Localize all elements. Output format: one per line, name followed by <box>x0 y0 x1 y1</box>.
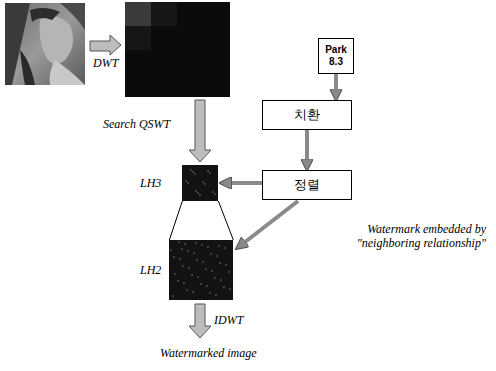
subband-square <box>169 240 233 300</box>
idwt-arrow <box>189 304 211 338</box>
flow-arrow <box>221 181 262 185</box>
coefficient-speckle <box>182 165 218 201</box>
note-label: Watermark embedded by "neighboring relat… <box>318 222 486 251</box>
step-label: Search QSWT <box>103 117 170 131</box>
flow-arrow <box>334 74 338 99</box>
dwt-image <box>125 2 230 97</box>
box-text: 치환 <box>294 107 320 123</box>
subband-block: LH2 <box>140 240 233 300</box>
process-box: 치환 <box>262 100 352 130</box>
transform-label: DWT <box>93 56 118 70</box>
search-arrow <box>189 100 211 162</box>
transform-label: IDWT <box>214 313 243 327</box>
dwt-arrow <box>90 35 121 55</box>
subband-label: LH3 <box>140 176 161 191</box>
process-box: 정렬 <box>262 170 352 200</box>
key-box: Park 8.3 <box>318 38 354 74</box>
flow-arrow <box>237 201 298 248</box>
box-text: Park 8.3 <box>322 44 350 69</box>
subband-block: LH3 <box>140 165 218 201</box>
source-photo <box>5 3 85 85</box>
output-label: Watermarked image <box>160 346 257 360</box>
box-text: 정렬 <box>294 177 320 193</box>
subband-label: LH2 <box>140 263 161 278</box>
subband-square <box>182 165 218 201</box>
flow-arrow <box>305 130 309 169</box>
zoom-lines <box>169 201 233 240</box>
coefficient-speckle <box>169 240 233 300</box>
